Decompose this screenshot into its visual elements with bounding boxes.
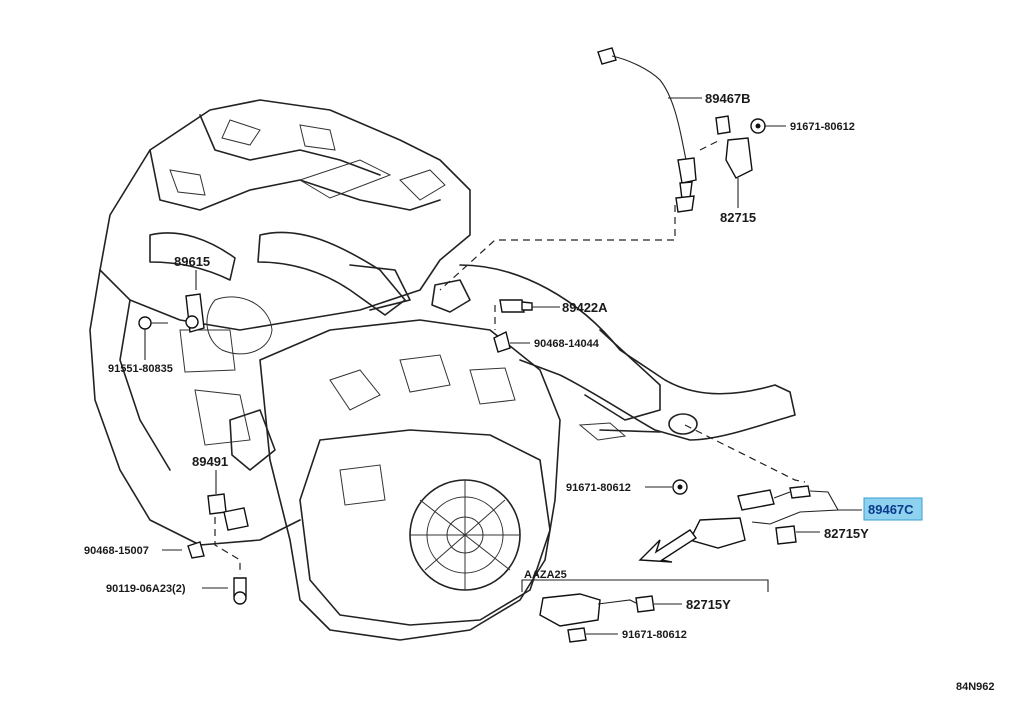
leader-lines (144, 97, 862, 635)
part-labels: 89467B 91671-80612 82715 89615 89422A 90… (84, 91, 995, 693)
label-90468-15007[interactable]: 90468-15007 (84, 545, 149, 557)
label-aaza25: AAZA25 (524, 569, 567, 581)
routing-lines (214, 139, 806, 575)
aaza25-subassembly[interactable] (521, 579, 769, 643)
label-91671-bottom[interactable]: 91671-80612 (622, 629, 687, 641)
speed-sensor-89491[interactable] (207, 493, 249, 531)
clip-90468-14044[interactable] (493, 330, 511, 353)
label-82715[interactable]: 82715 (720, 210, 756, 225)
knock-sensor-89615[interactable] (185, 293, 205, 333)
label-91671-top[interactable]: 91671-80612 (790, 121, 855, 133)
bolt-90119[interactable] (233, 577, 247, 605)
label-89422A[interactable]: 89422A (562, 300, 608, 315)
label-91551-80835[interactable]: 91551-80835 (108, 363, 173, 375)
temp-sensor-89422A[interactable] (499, 299, 533, 313)
clamp-82715Y-mid[interactable] (775, 525, 797, 545)
o2-sensor-lower[interactable] (688, 485, 839, 549)
clip-90468-15007[interactable] (187, 541, 205, 559)
label-82715Y-mid[interactable]: 82715Y (824, 526, 869, 541)
o2-sensor-upper[interactable] (597, 47, 697, 213)
label-90119[interactable]: 90119-06A23(2) (106, 583, 186, 595)
label-89491[interactable]: 89491 (192, 454, 228, 469)
bolt-91551[interactable] (138, 316, 168, 330)
bolt-91671-top[interactable] (750, 118, 766, 134)
clamp-82715-top[interactable] (715, 115, 753, 179)
highlight-box (863, 497, 923, 521)
label-91671-mid[interactable]: 91671-80612 (566, 482, 631, 494)
diagram-code: 84N962 (956, 681, 995, 693)
label-90468-14044[interactable]: 90468-14044 (534, 338, 600, 350)
bolt-91671-mid[interactable] (672, 479, 688, 495)
label-82715Y-bottom[interactable]: 82715Y (686, 597, 731, 612)
direction-arrow (638, 529, 698, 563)
label-89615[interactable]: 89615 (174, 254, 210, 269)
label-89467C[interactable]: 89467C (868, 502, 914, 517)
engine-assembly (89, 99, 796, 641)
label-89467B[interactable]: 89467B (705, 91, 751, 106)
